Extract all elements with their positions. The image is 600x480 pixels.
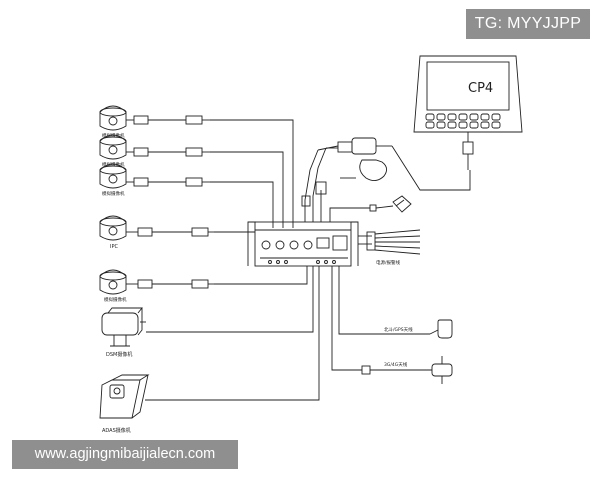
power-harness (358, 229, 421, 255)
camera-3-label: 模拟摄像机 (102, 190, 125, 197)
power-label: 电源/报警线 (376, 259, 401, 266)
dsm-camera (101, 307, 146, 347)
cp4-monitor (413, 55, 523, 170)
adas-camera (99, 374, 150, 419)
camera-2-label: 模拟摄像机 (102, 161, 125, 168)
analog-camera-1 (99, 105, 210, 131)
analog-camera-3 (99, 163, 210, 189)
watermark-tag: TG: MYYJJPP (466, 9, 590, 39)
adas-label: ADAS摄像机 (102, 427, 131, 434)
mdvr-recorder (247, 221, 359, 267)
analog-camera-2 (99, 134, 210, 160)
monitor-label: CP4 (468, 81, 493, 96)
camera-wires (145, 119, 320, 401)
antenna-4g (331, 266, 453, 384)
ipc-camera (99, 215, 214, 241)
camera-5-label: 模拟摄像机 (104, 296, 127, 303)
ipc-label: IPC (110, 244, 118, 250)
dsm-label: DSM摄像机 (106, 351, 132, 358)
camera-1-label: 模拟摄像机 (102, 132, 125, 139)
watermark-url: www.agjingmibaijialecn.com (12, 440, 238, 469)
small-device (329, 195, 412, 222)
top-harness (301, 137, 471, 222)
antenna-4g-label: 3G/4G天线 (384, 361, 408, 368)
gps-antenna (338, 266, 453, 339)
analog-camera-5 (99, 269, 214, 295)
gps-label: 北斗/GPS天线 (384, 326, 413, 333)
